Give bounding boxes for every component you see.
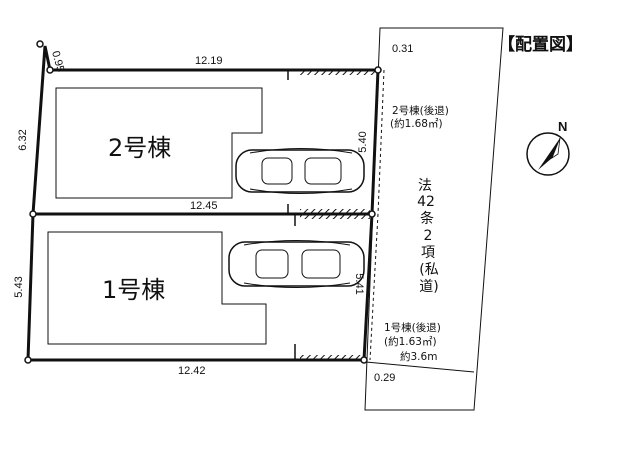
road-label-char: 2	[424, 228, 433, 244]
dim-middle-width: 12.45	[190, 200, 218, 212]
road-width-line	[365, 361, 475, 373]
road-label-char: (私	[419, 262, 438, 278]
hatch-mid-upper	[300, 209, 370, 214]
building-2-footprint	[55, 87, 263, 199]
road-area	[364, 27, 504, 411]
setback-note-2-line1: 2号棟(後退)	[392, 104, 449, 117]
setback-note-2-line2: (約1.68㎡)	[390, 117, 443, 130]
road-label-char: 42	[417, 194, 435, 210]
dim-top-right-corner: 0.31	[392, 43, 413, 55]
hatch-mid-lower	[300, 214, 370, 219]
road-label-char: 項	[421, 245, 435, 261]
hatch-bottom	[300, 355, 364, 360]
building-1-footprint	[47, 231, 267, 345]
dim-top-width: 12.19	[195, 55, 223, 67]
road-label-char: 法	[418, 178, 432, 194]
dim-right-b1: 5.41	[353, 273, 365, 294]
dim-top-left-diagonal: 0.95	[49, 50, 66, 74]
setback-line-1	[369, 213, 379, 361]
diagram-title: 【配置図】	[498, 34, 583, 55]
north-label: N	[558, 119, 567, 134]
setback-note-1-line1: 1号棟(後退)	[384, 321, 441, 334]
north-arrow-icon	[526, 132, 570, 176]
building-1-label: 1号棟	[102, 276, 165, 304]
hatch-top	[300, 70, 376, 75]
setback-line-2	[377, 69, 385, 215]
dim-right-b2: 5.40	[357, 131, 369, 152]
dim-left-b2: 6.32	[17, 129, 29, 150]
road-label-char: 条	[420, 210, 434, 227]
car-2-icon	[235, 148, 365, 194]
road-label: 法 42 条 2 項 (私 道)	[417, 178, 439, 295]
corner-markers	[24, 40, 382, 364]
dim-left-b1: 5.43	[13, 276, 25, 297]
setback-note-1-line2: (約1.63㎡)	[384, 335, 437, 348]
road-width-label: 約3.6m	[400, 350, 437, 363]
dim-bottom-width: 12.42	[178, 365, 206, 377]
lot-2-outline	[31, 45, 380, 216]
car-1-icon	[228, 240, 365, 288]
building-2-label: 2号棟	[108, 134, 171, 162]
dim-bottom-right-corner: 0.29	[374, 372, 395, 384]
road-label-char: 道)	[419, 279, 438, 295]
